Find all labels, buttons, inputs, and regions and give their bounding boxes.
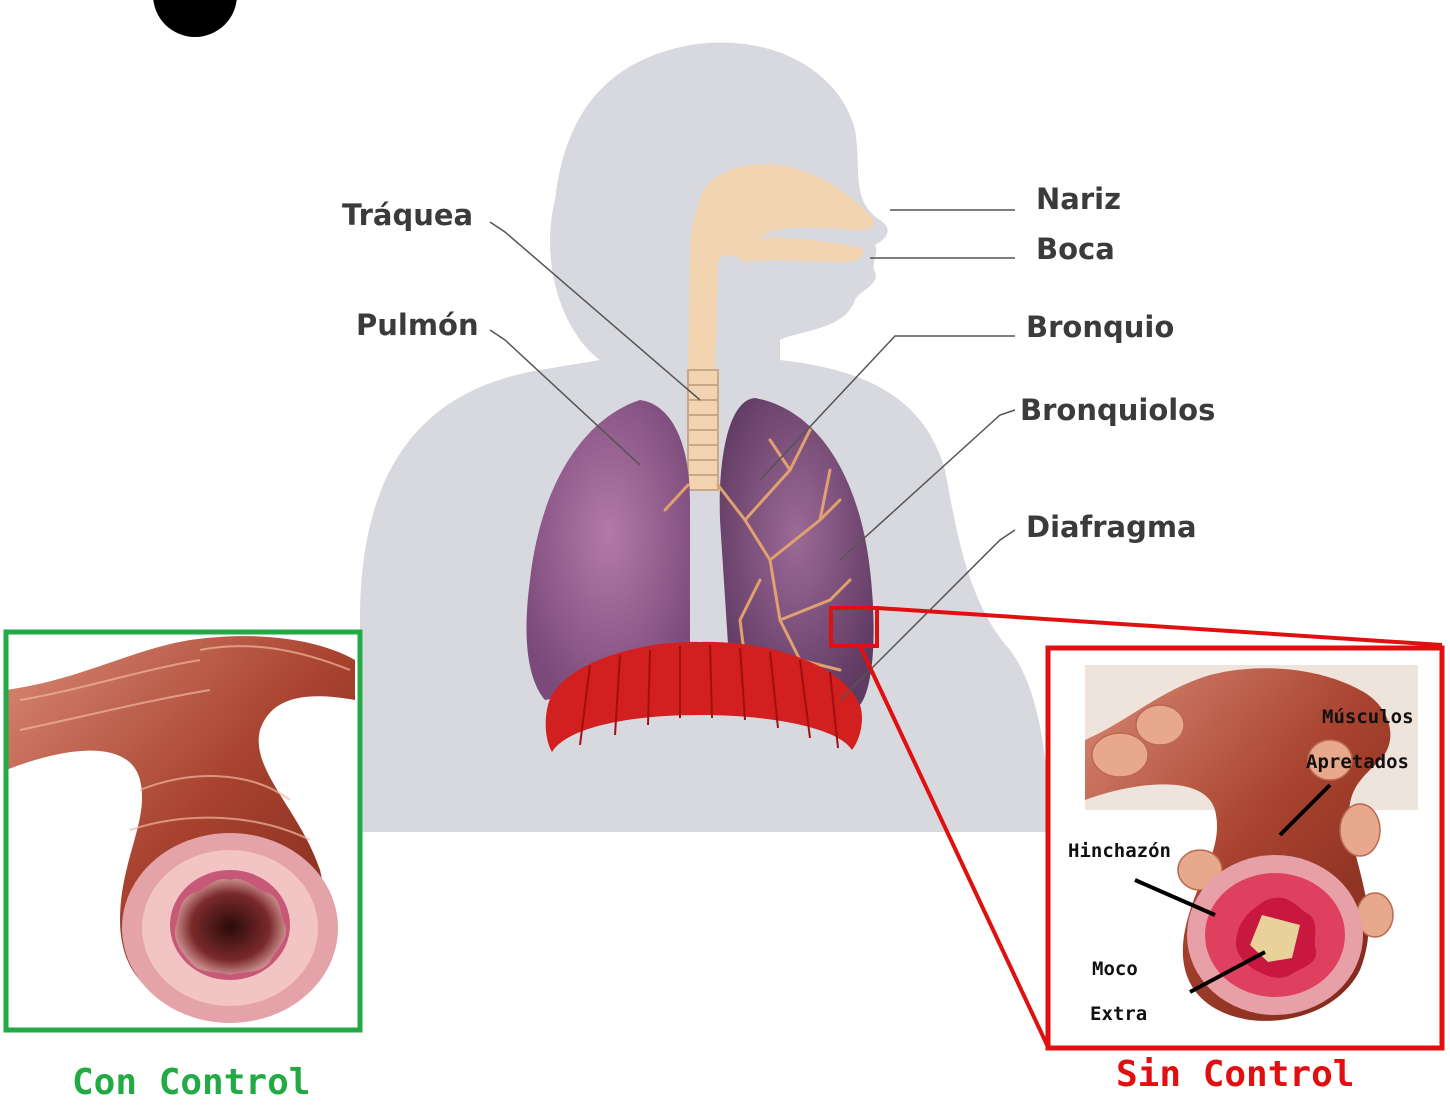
inset-con-control — [6, 632, 360, 1030]
label-boca: Boca — [1036, 232, 1115, 266]
trachea — [688, 370, 718, 490]
label-moco: Moco — [1092, 958, 1138, 980]
label-hinchazon: Hinchazón — [1068, 840, 1171, 862]
caption-con-control: Con Control — [72, 1062, 310, 1103]
label-pulmon: Pulmón — [356, 308, 479, 342]
label-traquea: Tráquea — [342, 198, 473, 232]
label-bronquiolos: Bronquiolos — [1020, 393, 1215, 427]
caption-sin-control: Sin Control — [1116, 1054, 1354, 1095]
corner-dot — [153, 0, 237, 37]
label-apretados: Apretados — [1306, 751, 1409, 773]
label-nariz: Nariz — [1036, 182, 1121, 216]
label-musculos: Músculos — [1322, 706, 1414, 728]
label-bronquio: Bronquio — [1026, 310, 1174, 344]
label-diafragma: Diafragma — [1026, 510, 1197, 544]
label-extra: Extra — [1090, 1003, 1147, 1025]
